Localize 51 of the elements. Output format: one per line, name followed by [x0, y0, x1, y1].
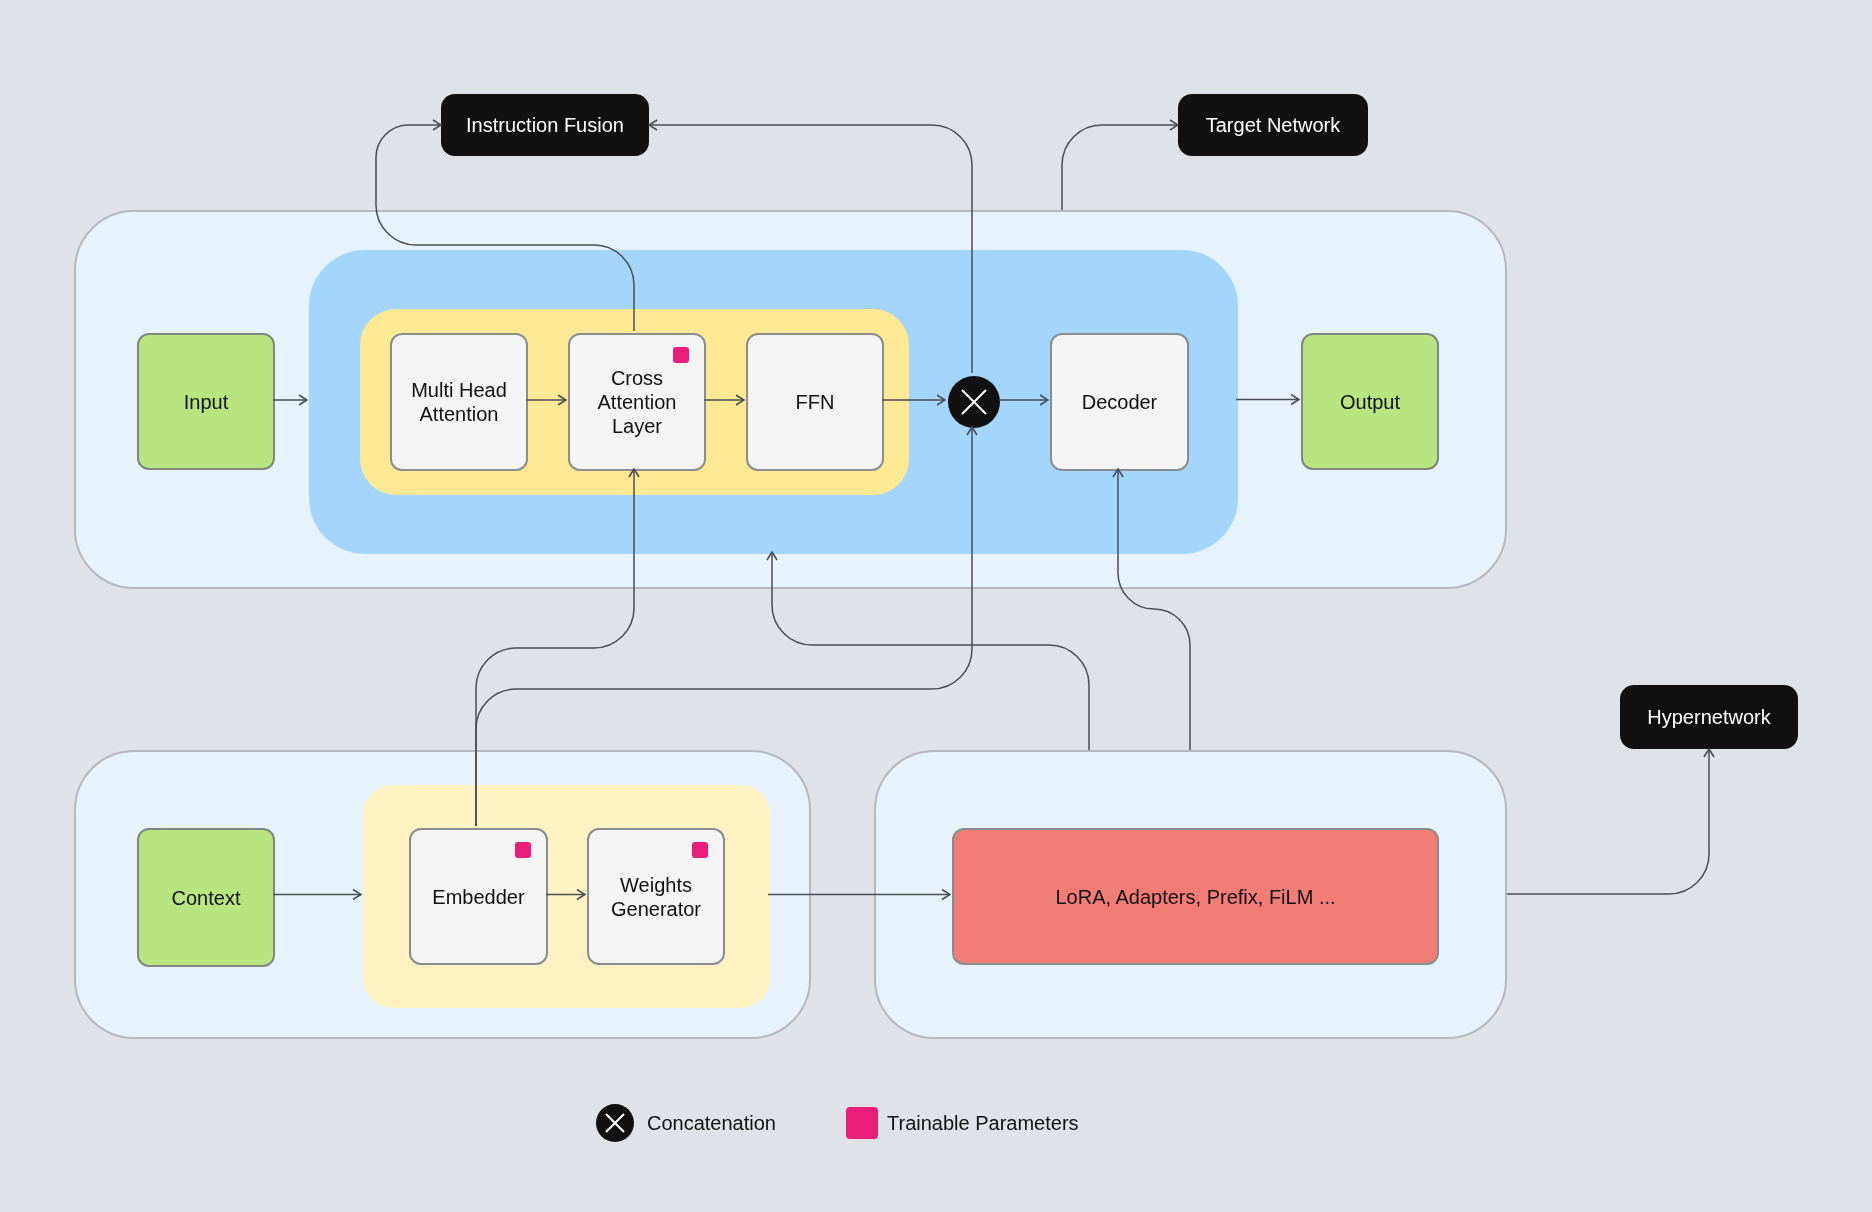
arrow — [881, 394, 946, 406]
process-box — [746, 333, 884, 471]
arrow — [648, 119, 973, 374]
node-label: Hypernetwork — [1646, 705, 1772, 729]
process-box — [390, 333, 528, 471]
node-label: LoRA, Adapters, Prefix, FiLM ... — [1054, 884, 1337, 909]
container-panel — [74, 210, 1507, 589]
node-label: Embedder — [431, 884, 526, 909]
label-box — [441, 94, 649, 156]
process-box — [1301, 333, 1439, 470]
concatenation-symbol — [947, 375, 1001, 429]
container-panel — [74, 750, 811, 1039]
node-label: FFN — [794, 390, 836, 414]
label-box — [1620, 685, 1798, 749]
node-label: Decoder — [1080, 390, 1159, 414]
arrow — [1112, 468, 1191, 751]
arrow — [703, 394, 745, 406]
container-panel — [874, 750, 1507, 1039]
legend-label: Trainable Parameters — [887, 1111, 1079, 1135]
node-label: Context — [170, 885, 242, 910]
process-box — [952, 828, 1439, 965]
process-box — [568, 333, 706, 471]
arrow — [1235, 393, 1300, 406]
arrow — [475, 426, 978, 827]
node-label: Output — [1338, 389, 1401, 414]
label-box — [1178, 94, 1368, 156]
process-box — [409, 828, 548, 965]
arrow — [525, 394, 567, 406]
node-label: Target Network — [1204, 113, 1342, 137]
arrow — [766, 551, 1090, 751]
arrow — [998, 394, 1049, 406]
node-label: Input — [182, 389, 230, 414]
process-box — [137, 828, 275, 967]
container-panel — [360, 309, 909, 495]
legend-label: Concatenation — [647, 1111, 776, 1135]
node-label: Cross Attention Layer — [596, 366, 678, 438]
arrow — [272, 394, 308, 406]
node-label: Weights Generator — [609, 872, 703, 921]
process-box — [1050, 333, 1189, 471]
arrow — [272, 888, 362, 901]
container-panel — [309, 250, 1238, 554]
process-box — [137, 333, 275, 470]
arrow — [375, 119, 635, 332]
container-panel — [363, 785, 770, 1008]
process-box — [587, 828, 725, 965]
arrow — [1506, 748, 1715, 895]
node-label: Multi Head Attention — [410, 378, 508, 426]
arrow — [545, 888, 586, 901]
arrow — [1061, 119, 1179, 211]
node-label: Instruction Fusion — [465, 113, 625, 137]
arrow — [767, 888, 951, 901]
